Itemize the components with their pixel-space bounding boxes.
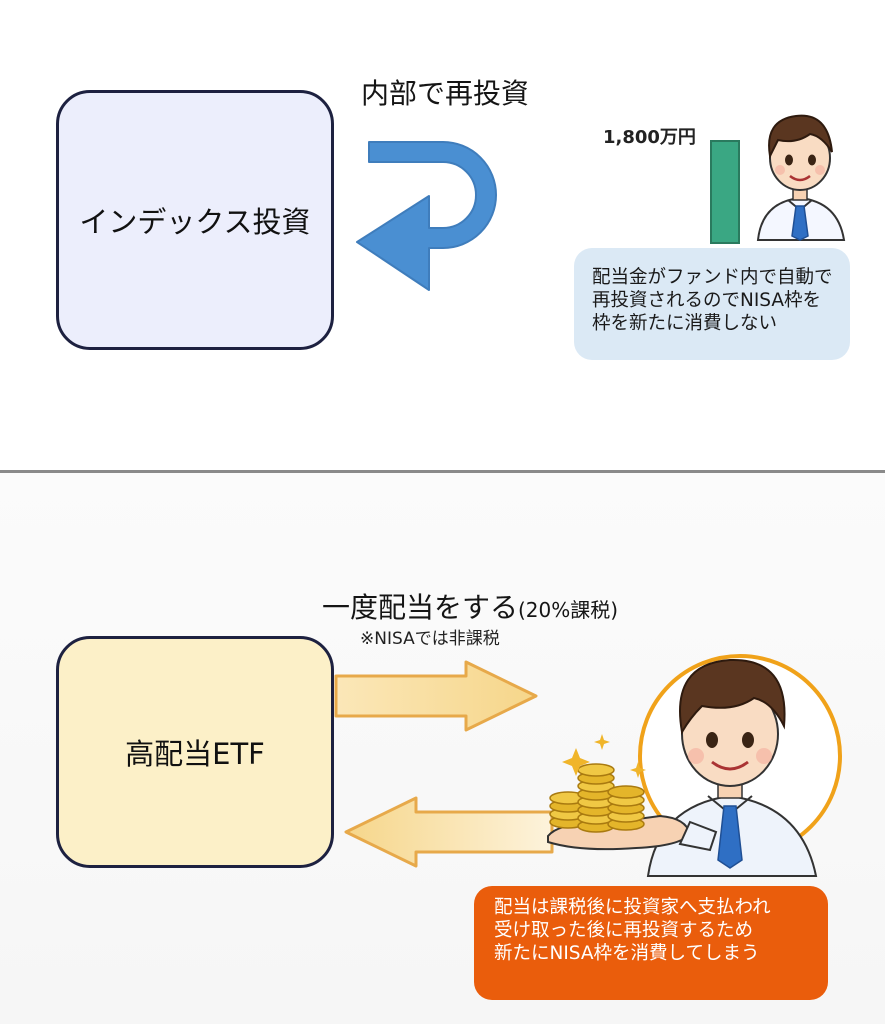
info-bubble-line-1: 配当金がファンド内で自動で (592, 267, 833, 288)
investor-with-coins-illustration (547, 654, 842, 877)
nisa-tax-free-note: ※NISAでは非課税 (360, 629, 500, 649)
dividend-label: 一度配当をする(20%課税) (300, 586, 640, 626)
index-investment-box: インデックス投資 (56, 90, 334, 350)
high-dividend-etf-box: 高配当ETF (56, 636, 334, 868)
info-bubble: 配当金がファンド内で自動で 再投資されるのでNISA枠を 枠を新たに消費しない (574, 248, 850, 360)
reinvest-label: 内部で再投資 (360, 77, 529, 110)
sparkle-icon (562, 734, 646, 778)
reinvest-arrow-icon (356, 141, 497, 291)
info-bubble-line-2: 再投資されるのでNISA枠を (592, 290, 822, 311)
investor-avatar-top (756, 114, 846, 241)
section-divider (0, 470, 885, 473)
dividend-tax-note: (20%課税) (517, 598, 619, 622)
value-bar (710, 140, 740, 244)
dividend-label-main: 一度配当をする (321, 591, 518, 624)
dividend-payout-arrow-icon (334, 660, 538, 732)
high-dividend-etf-label: 高配当ETF (125, 737, 265, 771)
reinvest-return-arrow-icon (344, 796, 554, 868)
index-investment-label: インデックス投資 (79, 205, 311, 239)
warning-bubble-line-2: 受け取った後に再投資するため (494, 920, 754, 941)
warning-bubble: 配当は課税後に投資家へ支払われ 受け取った後に再投資するため 新たにNISA枠を… (474, 886, 828, 1000)
warning-bubble-line-3: 新たにNISA枠を消費してしまう (494, 943, 760, 964)
warning-bubble-line-1: 配当は課税後に投資家へ支払われ (494, 897, 771, 918)
coin-stack-icon (549, 763, 645, 833)
info-bubble-line-3: 枠を新たに消費しない (592, 313, 778, 334)
value-label: 1,800万円 (603, 127, 696, 148)
